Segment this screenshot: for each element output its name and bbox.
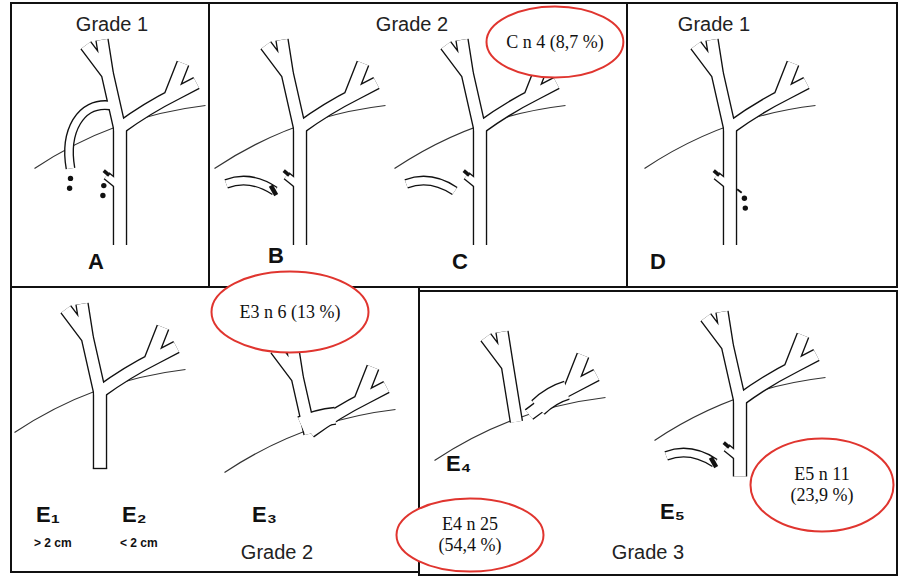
hepatic-duct [276,344,387,434]
aberrant-duct-lumen [406,181,455,191]
dimension-label: > 2 cm [34,537,72,550]
common-duct [733,400,747,477]
hepatic-duct [266,40,377,130]
duct-tree-b [215,40,386,245]
hepatic-duct-lumen [276,344,387,434]
common-duct [723,128,737,245]
hepatic-duct [66,304,177,394]
clip [463,169,471,176]
bile-drop [742,196,747,201]
hepatic-duct [696,40,807,130]
common-duct [293,128,307,245]
right-hepatic-lumen [529,355,597,414]
duct-tree-e1-e2 [14,304,185,469]
common-duct-lumen [114,128,126,245]
confluence [301,416,335,425]
right-hepatic-duct [529,355,597,414]
left-hepatic-lumen [486,332,517,422]
common-duct [473,128,487,245]
panel-letter: A [88,250,104,274]
hepatic-duct-lumen [266,40,377,130]
callout-ellipse: E3 n 6 (13 %) [210,270,370,354]
ellipse-shape [212,272,369,353]
hepatic-duct-lumen [66,304,177,394]
common-duct-lumen [294,128,306,245]
common-duct-lumen [734,400,746,477]
aberrant-duct [69,105,111,168]
ellipse-shape [487,7,624,78]
clip [269,185,278,197]
duct-tree-e3 [225,344,396,473]
aberrant-duct-lumen [666,453,715,463]
clip [103,169,111,176]
liver-edge [225,410,396,473]
clip [709,457,718,469]
panel-letter: E₃ [252,503,277,527]
panel-letter: E₁ [36,503,60,527]
lateral-tear [737,189,742,193]
confluence-lumen [301,416,335,425]
grade-heading: Grade 2 [241,540,313,564]
callout-ellipse: E5 n 11 (23,9 %) [749,437,895,533]
aberrant-duct-lumen [69,105,111,168]
common-duct-lumen [474,128,486,245]
grade-heading: Grade 1 [678,12,750,36]
grade-panel: Grade 1 [626,2,898,288]
clip [713,169,721,176]
panel-letter: D [650,250,666,274]
grade-heading: Grade 2 [376,12,448,36]
aberrant-duct-lumen [226,181,275,191]
duct-tree-d [645,40,816,245]
panel-letter: E₂ [122,503,146,527]
duct-tree-e4 [435,332,606,461]
callout-text-group: E5 n 11 (23,9 %) [775,464,870,505]
panel-letter: B [268,244,284,268]
left-hepatic-duct [486,332,517,422]
callout-text: E5 n 11 (23,9 %) [775,464,870,505]
callout-ellipse: C n 4 (8,7 %) [485,5,625,79]
callout-text-group: C n 4 (8,7 %) [506,32,604,53]
hepatic-duct-lumen [706,312,817,402]
callout-text: C n 4 (8,7 %) [506,32,604,53]
ellipse-shape [751,439,894,532]
panel-letter: E₄ [446,452,471,476]
callout-text: E3 n 6 (13 %) [240,302,341,323]
hepatic-duct [86,40,197,130]
clip [723,441,731,448]
hepatic-duct-lumen [86,40,197,130]
bile-drop [67,186,72,191]
callout-text-group: E4 n 25 (54,4 %) [423,514,518,555]
clip [283,169,291,176]
hepatic-duct [706,312,817,402]
dilated-segment [538,390,567,407]
callout-text-group: E3 n 6 (13 %) [240,302,341,323]
common-duct [113,128,127,245]
dilated-lumen [538,390,567,407]
callout-ellipse: E4 n 25 (54,4 %) [395,497,545,573]
aberrant-duct [226,181,275,191]
panel-letter: E₅ [660,500,685,524]
aberrant-duct [406,181,455,191]
callout-text: E4 n 25 (54,4 %) [423,514,518,555]
duct-end [93,468,107,469]
panel-letter: C [452,250,468,274]
bile-drop [743,205,748,210]
bile-drop [100,193,105,198]
common-duct-lumen [724,128,736,245]
bile-drop [101,183,106,188]
grade-heading: Grade 1 [76,12,148,36]
grade-panel: Grade 1 [10,2,210,288]
common-duct [93,392,107,469]
bile-drop [68,176,73,181]
ellipse-shape [397,498,544,571]
common-duct-lumen [94,392,106,469]
duct-tree-a [34,40,205,245]
dimension-label: < 2 cm [120,537,158,550]
grade-heading: Grade 3 [612,540,684,564]
hepatic-duct-lumen [696,40,807,130]
aberrant-duct [666,453,715,463]
